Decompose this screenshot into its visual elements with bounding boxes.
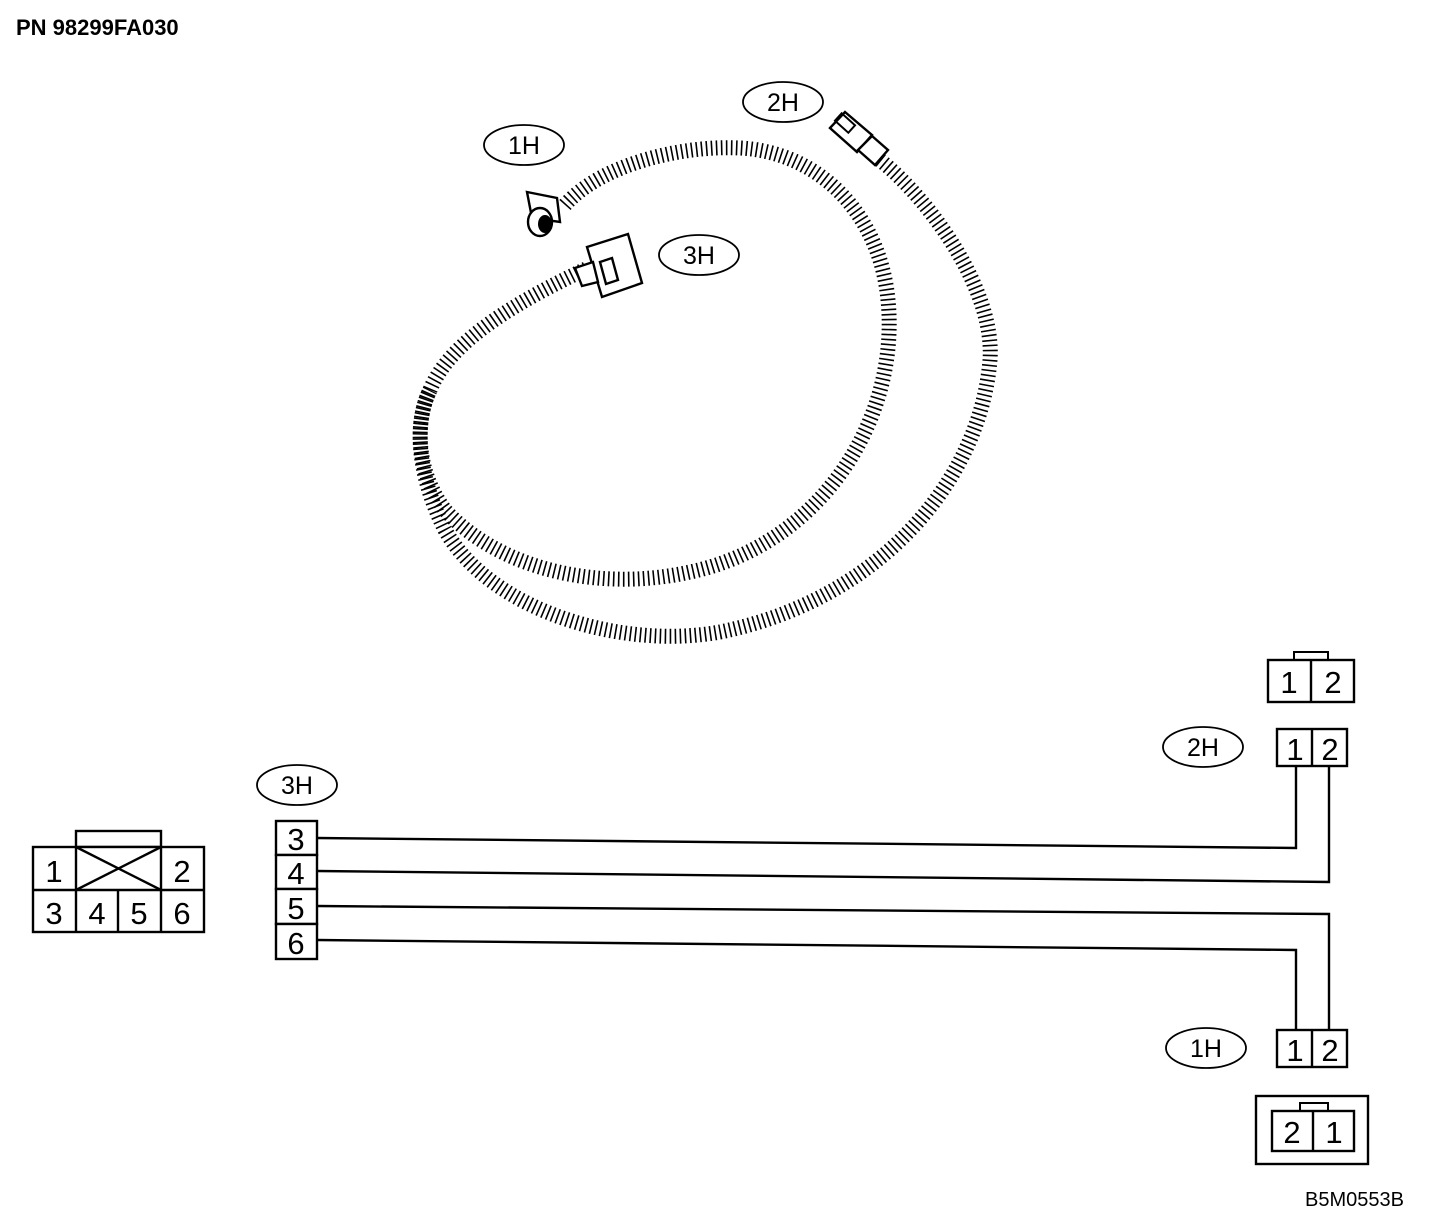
connector-2h-schematic: 1 2 [1275,727,1349,768]
harness-branch-1h [412,140,897,587]
wire-3h5-1h2 [316,904,1331,1030]
pin-label: 1 [1286,732,1303,767]
connector-3h-schematic: 3 4 5 6 [274,819,319,961]
label-3h-schematic: 3H [256,764,338,806]
pin-label: 6 [287,926,304,961]
pin-label: 3 [45,896,62,931]
harness-illustration: 1H 2H 3H [412,81,998,644]
label-2h-illustration: 2H [742,81,824,123]
connector-3h-drawing [573,232,644,299]
pin-label: 2 [1283,1115,1300,1150]
svg-text:3H: 3H [281,772,313,800]
connector-1h-schematic: 1 2 [1275,1028,1349,1069]
svg-text:1H: 1H [508,132,540,160]
pin-label: 1 [45,854,62,889]
pin-label: 1 [1280,665,1297,700]
connector-6pin-face: 1 2 3 4 5 6 [31,829,206,934]
pin-label: 5 [130,896,147,931]
harness-branch-2h [412,154,998,644]
label-2h-schematic: 2H [1162,726,1244,768]
pin-label: 4 [287,856,304,891]
pin-label: 1 [1286,1033,1303,1068]
part-number: PN 98299FA030 [16,15,179,40]
svg-text:2H: 2H [1187,734,1219,762]
pin-label: 2 [173,854,190,889]
wire-3h6-1h1 [316,938,1298,1030]
pin-label: 1 [1325,1115,1342,1150]
pin-label: 4 [88,896,105,931]
connector-1h-drawing [525,190,562,238]
wires [316,766,1331,1030]
svg-text:2H: 2H [767,89,799,117]
svg-text:1H: 1H [1190,1035,1222,1063]
label-1h-schematic: 1H [1165,1027,1247,1069]
pin-label: 5 [287,891,304,926]
svg-text:3H: 3H [683,242,715,270]
connector-1h-face: 2 1 [1254,1094,1370,1166]
figure-code: B5M0553B [1305,1189,1404,1211]
pin-label: 2 [1321,732,1338,767]
connector-2h-face: 1 2 [1266,651,1356,704]
wire-3h4-2h2 [316,766,1331,884]
pin-label: 3 [287,822,304,857]
label-1h-illustration: 1H [483,124,565,166]
wire-3h3-2h1 [316,766,1298,850]
label-3h-illustration: 3H [658,234,740,276]
pin-label: 2 [1324,665,1341,700]
harness-trunk-3h [423,261,592,394]
pin-label: 2 [1321,1033,1338,1068]
connector-2h-drawing [828,110,890,167]
pin-label: 6 [173,896,190,931]
